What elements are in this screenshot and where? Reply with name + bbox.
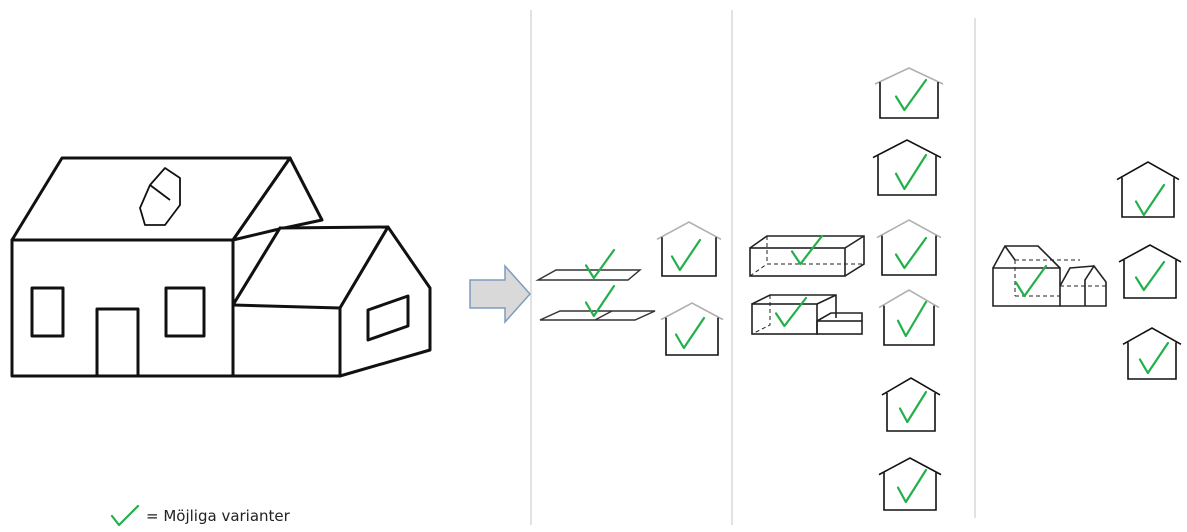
house-outline-icon bbox=[876, 219, 942, 276]
legend: = Möjliga varianter bbox=[110, 504, 290, 528]
dormer-ridge bbox=[149, 184, 171, 201]
side-window bbox=[366, 294, 410, 342]
house-outline-icon bbox=[1116, 161, 1180, 218]
main-house-roof-side bbox=[231, 156, 324, 242]
house-outline-icon bbox=[1118, 244, 1182, 299]
house-outline-icon bbox=[660, 302, 724, 356]
section-combined-volume bbox=[992, 245, 1107, 307]
right-arrow-icon bbox=[469, 264, 532, 324]
check-icon bbox=[896, 468, 928, 504]
floor-plane-2 bbox=[539, 310, 656, 321]
check-icon bbox=[1138, 341, 1170, 375]
check-icon bbox=[674, 316, 706, 350]
section-volumes bbox=[749, 235, 865, 335]
volume-block-large bbox=[749, 235, 865, 277]
floor-plane-1 bbox=[535, 269, 642, 281]
volume-block-stepped bbox=[751, 294, 863, 335]
check-icons bbox=[584, 78, 1170, 504]
section-floor-planes bbox=[535, 269, 656, 321]
check-icon bbox=[670, 238, 702, 272]
house-outline-icon bbox=[881, 377, 941, 432]
roof-dormer bbox=[139, 167, 181, 226]
legend-check-icon bbox=[110, 504, 140, 527]
house-outline-icon bbox=[1122, 327, 1182, 380]
check-icon bbox=[894, 153, 928, 191]
check-icon bbox=[790, 234, 824, 266]
house-outline-icon bbox=[878, 457, 942, 511]
window-right bbox=[164, 286, 206, 338]
house-outline-icon bbox=[872, 139, 942, 196]
check-icon bbox=[1134, 260, 1166, 292]
check-icon bbox=[584, 248, 616, 280]
house-icons bbox=[656, 67, 1182, 511]
check-icon bbox=[894, 236, 928, 270]
combined-main-roof bbox=[992, 245, 1061, 269]
floor-plane-2-split bbox=[594, 310, 613, 321]
check-icon bbox=[894, 78, 928, 112]
combined-main-wall bbox=[992, 267, 1061, 307]
check-icon bbox=[1014, 264, 1048, 298]
check-icon bbox=[774, 296, 808, 328]
front-door bbox=[95, 307, 140, 378]
house-outline-icon bbox=[878, 289, 940, 346]
legend-label: = Möjliga varianter bbox=[146, 507, 290, 525]
check-icon bbox=[584, 284, 616, 318]
check-icon bbox=[1134, 183, 1166, 217]
extension-side-wall bbox=[338, 225, 432, 378]
main-house-illustration bbox=[10, 156, 432, 378]
check-icon bbox=[896, 300, 928, 338]
house-outline-icon bbox=[874, 67, 944, 119]
section-dividers bbox=[530, 10, 976, 525]
window-left bbox=[30, 286, 65, 338]
house-outline-icon bbox=[656, 221, 722, 277]
check-icon bbox=[898, 390, 928, 424]
